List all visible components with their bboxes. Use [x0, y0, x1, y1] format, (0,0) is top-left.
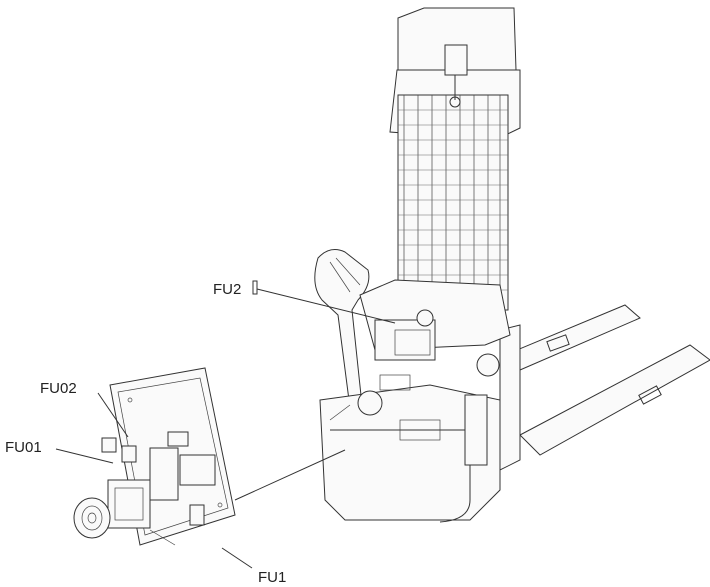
- mast: [389, 7, 521, 311]
- forks: [499, 304, 710, 471]
- fu02-leader: [97, 392, 129, 438]
- fu1-label: FU1: [258, 569, 286, 586]
- tiller-handle: [314, 249, 370, 409]
- fu2-label: FU2: [213, 281, 241, 298]
- truck-body: [319, 279, 511, 523]
- fu01-label: FU01: [5, 439, 42, 456]
- fu1-leader: [221, 547, 253, 569]
- leader-lines: [55, 280, 396, 569]
- mast-rails: [403, 95, 501, 310]
- board-to-truck-leader: [234, 449, 346, 501]
- fu02-label: FU02: [40, 380, 77, 397]
- fuse-board: [73, 367, 236, 546]
- fu2-marker: [252, 280, 258, 295]
- fu01-leader: [55, 448, 114, 464]
- fu2-leader: [256, 288, 396, 324]
